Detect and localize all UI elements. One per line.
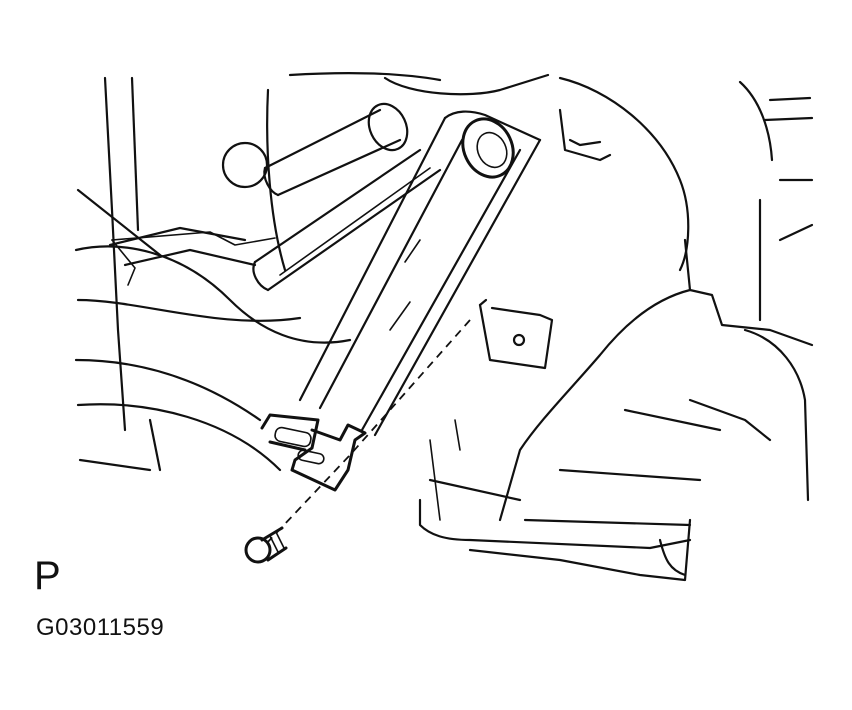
- upper-housing: [221, 72, 814, 322]
- screw-icon: [244, 526, 288, 564]
- arm-clip: [260, 413, 367, 492]
- view-label: P: [34, 554, 61, 598]
- figure-code: G03011559: [36, 614, 165, 641]
- long-arm: [298, 110, 542, 437]
- diagonal-rod: [263, 102, 409, 197]
- screw-and-guide: [244, 319, 471, 564]
- lower-housing: [418, 108, 814, 582]
- mounting-tab: [478, 298, 554, 370]
- flat-bracket: [108, 148, 442, 292]
- left-frame-outline: [74, 76, 352, 472]
